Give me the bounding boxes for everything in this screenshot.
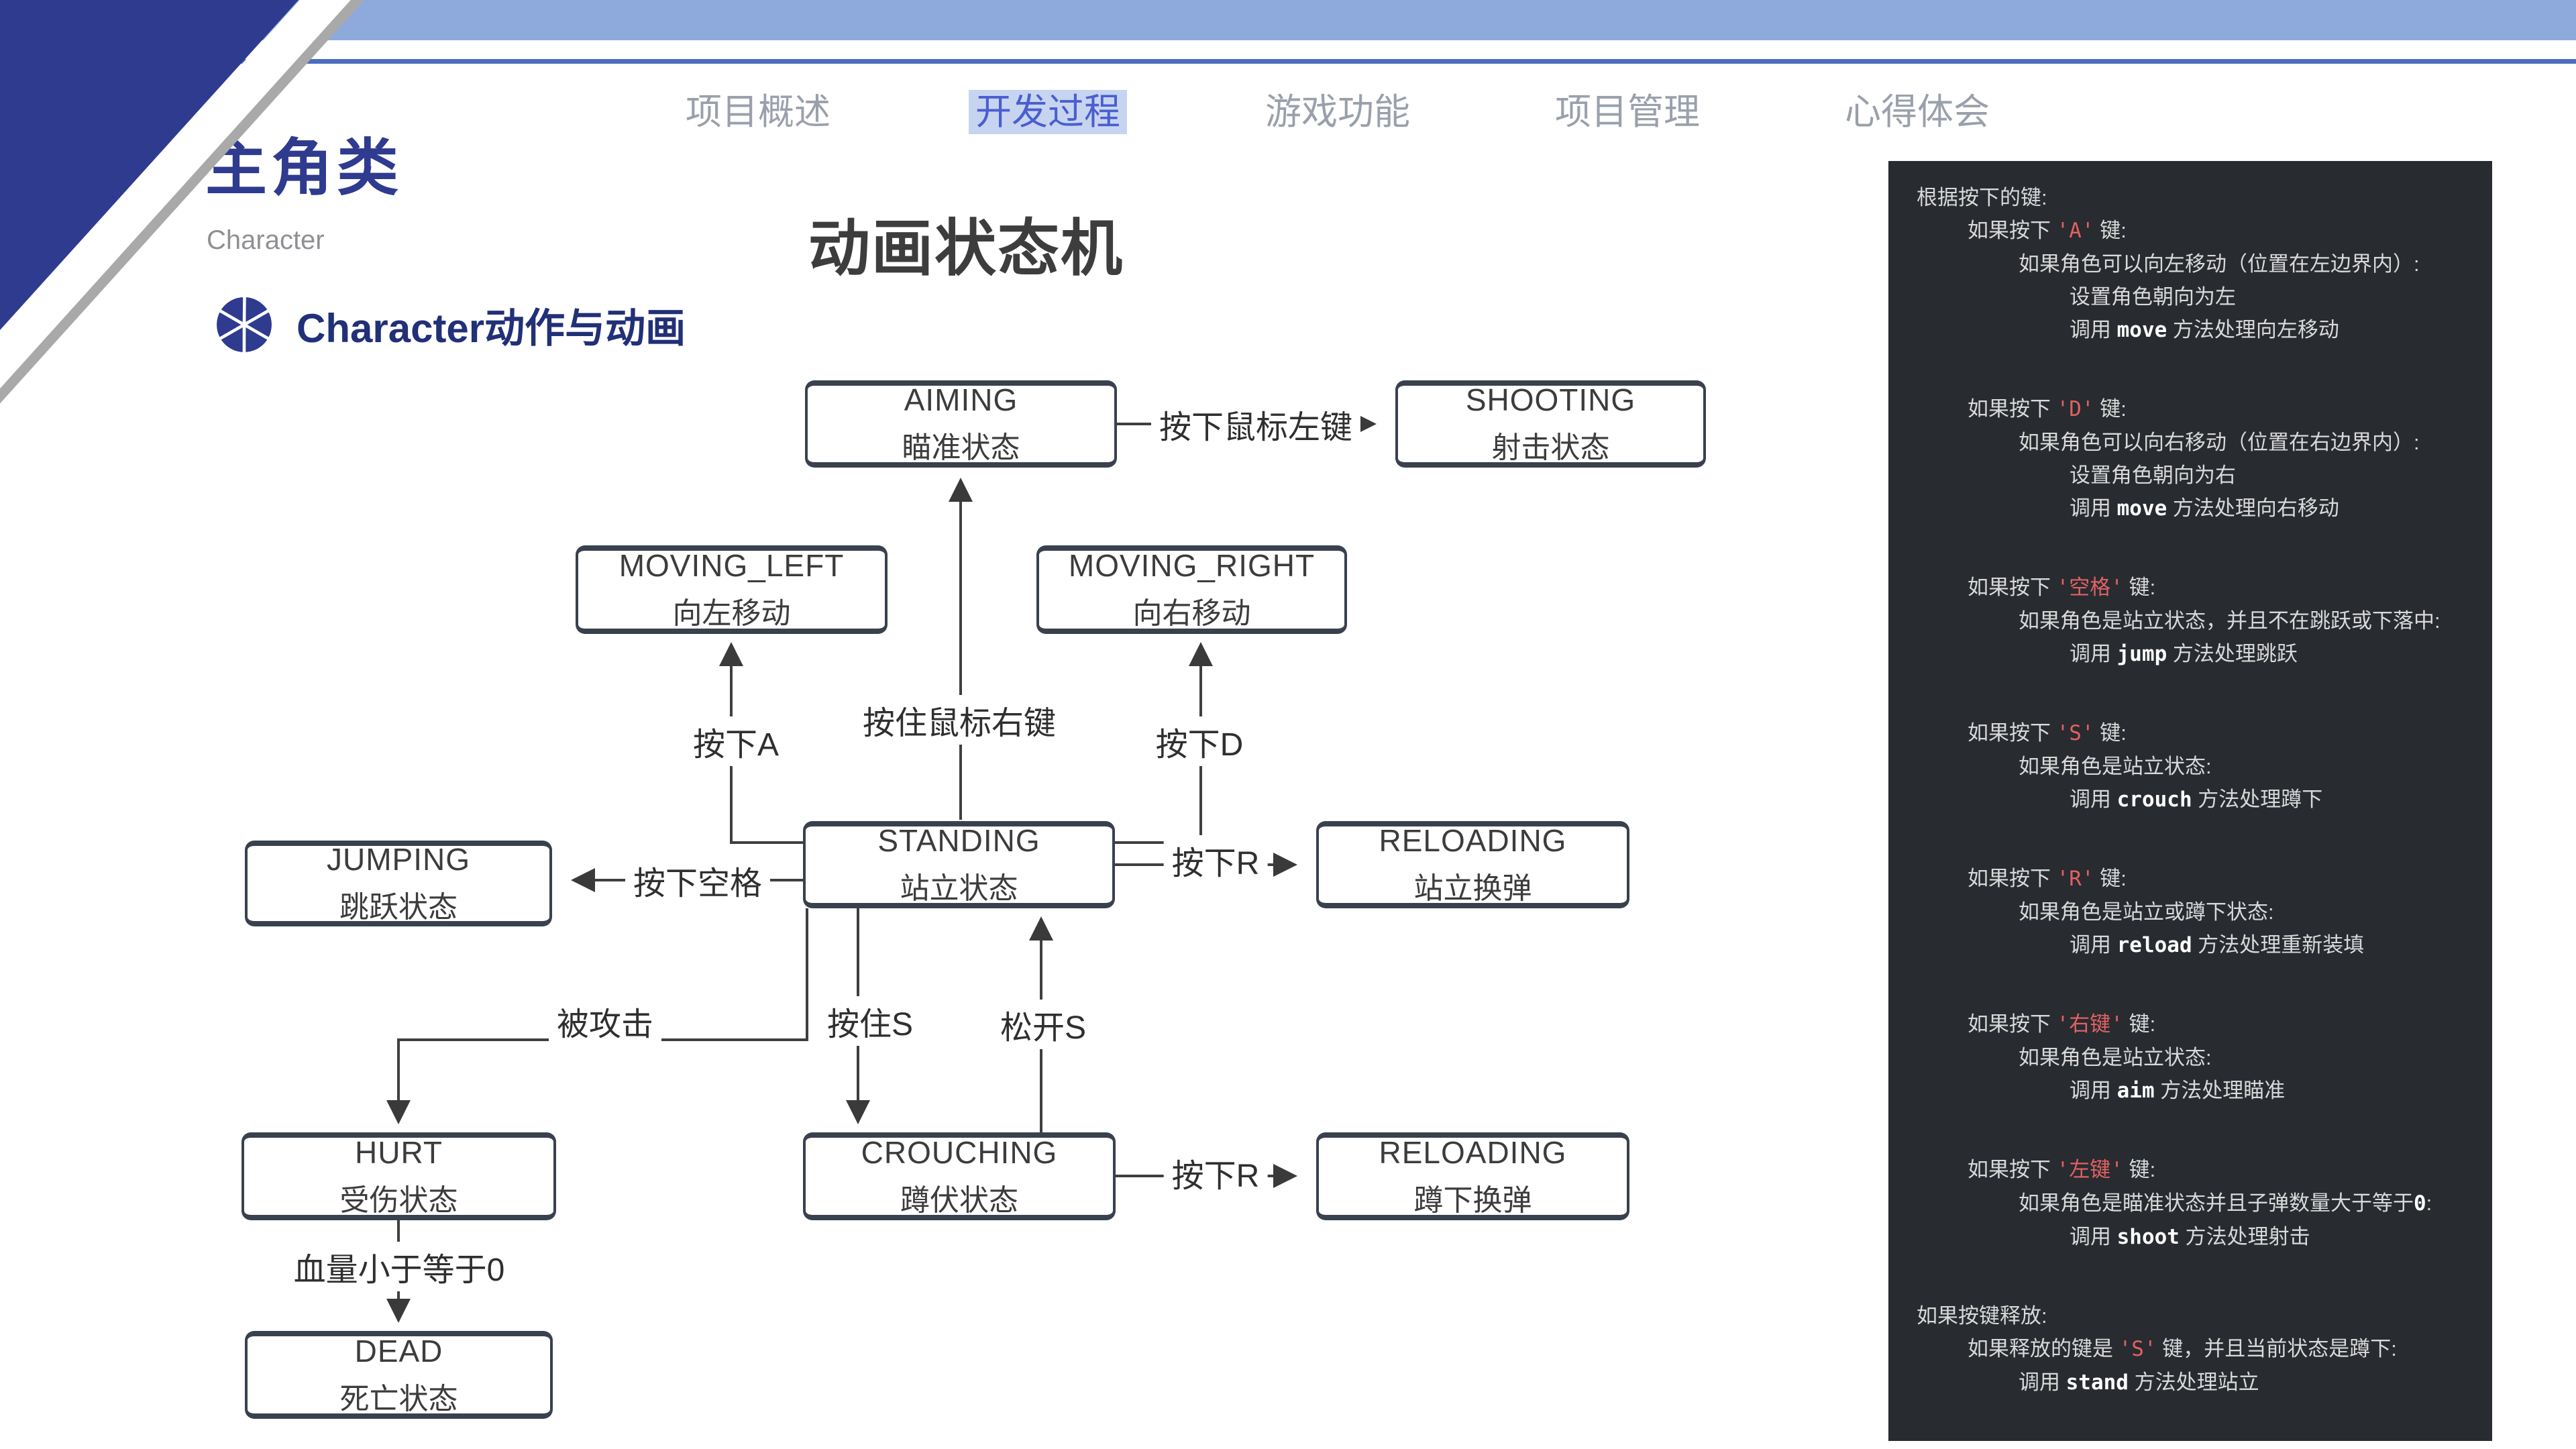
code-line: 如果按下 'D' 键: xyxy=(1968,397,2127,421)
state-name: RELOADING xyxy=(1379,1134,1567,1170)
nav-tab-project-management[interactable]: 项目管理 xyxy=(1555,92,1700,132)
state-desc: 向右移动 xyxy=(1132,597,1251,630)
nav-tab-reflections[interactable]: 心得体会 xyxy=(1845,92,1990,132)
code-gap xyxy=(1917,816,2479,862)
edge-label-release-s: 松开S xyxy=(991,1000,1095,1049)
code-line: 如果按下 'R' 键: xyxy=(1968,867,2127,891)
state-jumping: JUMPING 跳跃状态 xyxy=(245,841,552,926)
code-line: 调用 aim 方法处理瞄准 xyxy=(2070,1079,2286,1103)
code-line: 调用 jump 方法处理跳跃 xyxy=(2070,642,2298,666)
code-gap xyxy=(1917,347,2479,392)
state-desc: 跳跃状态 xyxy=(339,891,458,924)
diagram-title: 动画状态机 xyxy=(808,215,1124,283)
nav-tab-dev-process[interactable]: 开发过程 xyxy=(969,90,1127,134)
pseudocode-panel: 根据按下的键: 如果按下 'A' 键: 如果角色可以向左移动（位置在左边界内）: 设置… xyxy=(1888,161,2492,1441)
code-line: 如果按下 '右键' 键: xyxy=(1968,1012,2156,1036)
state-name: SHOOTING xyxy=(1465,382,1636,417)
edge-label-press-d: 按下D xyxy=(1147,716,1252,766)
state-name: MOVING_RIGHT xyxy=(1068,548,1316,583)
state-desc: 瞄准状态 xyxy=(902,431,1020,464)
nav-tab-project-overview[interactable]: 项目概述 xyxy=(686,92,830,132)
aperture-icon xyxy=(213,294,275,356)
state-desc: 受伤状态 xyxy=(339,1183,458,1217)
edge-label-press-r-bottom: 按下R xyxy=(1163,1148,1268,1197)
edge-label-press-space: 按下空格 xyxy=(625,855,771,905)
edge-label-hp-zero: 血量小于等于0 xyxy=(285,1242,513,1291)
code-line: 如果角色是站立状态: xyxy=(2019,1046,2212,1069)
edge-label-hold-right-mouse: 按住鼠标右键 xyxy=(854,695,1065,745)
state-reloading-crouching: RELOADING 蹲下换弹 xyxy=(1316,1132,1629,1220)
code-line: 如果角色可以向右移动（位置在右边界内）: xyxy=(2019,431,2420,454)
code-gap xyxy=(1917,1254,2479,1299)
state-name: RELOADING xyxy=(1379,823,1567,858)
code-line: 如果按下 '空格' 键: xyxy=(1968,576,2156,600)
state-standing: STANDING 站立状态 xyxy=(803,821,1115,908)
state-crouching: CROUCHING 蹲伏状态 xyxy=(803,1132,1116,1220)
state-name: MOVING_LEFT xyxy=(619,548,845,583)
code-gap xyxy=(1917,525,2479,571)
state-desc: 向左移动 xyxy=(672,597,791,630)
edge-label-hold-s: 按住S xyxy=(818,996,922,1046)
code-line: 设置角色朝向为左 xyxy=(2070,285,2236,309)
nav-tab-game-features[interactable]: 游戏功能 xyxy=(1265,92,1410,132)
code-gap xyxy=(1917,1108,2479,1153)
state-name: CROUCHING xyxy=(861,1134,1058,1170)
section-title: Character动作与动画 xyxy=(297,305,686,351)
edge-label-press-left-mouse: 按下鼠标左键 xyxy=(1150,399,1361,449)
top-accent-band xyxy=(0,0,2576,40)
code-line: 如果按下 'A' 键: xyxy=(1968,219,2127,243)
state-moving-right: MOVING_RIGHT 向右移动 xyxy=(1036,545,1347,634)
code-gap xyxy=(1917,671,2479,716)
state-hurt: HURT 受伤状态 xyxy=(241,1132,556,1220)
state-name: HURT xyxy=(355,1134,443,1170)
code-line: 调用 reload 方法处理重新装填 xyxy=(2070,933,2365,957)
state-dead: DEAD 死亡状态 xyxy=(245,1331,553,1419)
code-line: 如果按下 'S' 键: xyxy=(1968,721,2127,745)
code-line: 如果角色是站立或蹲下状态: xyxy=(2019,900,2274,924)
page-subtitle: Character xyxy=(207,225,325,255)
state-desc: 蹲伏状态 xyxy=(900,1183,1018,1217)
code-line: 如果角色是瞄准状态并且子弹数量大于等于0: xyxy=(2019,1191,2432,1216)
state-desc: 蹲下换弹 xyxy=(1413,1183,1532,1217)
code-line: 如果角色是站立状态: xyxy=(2019,755,2212,778)
code-line: 如果角色是站立状态，并且不在跳跃或下落中: xyxy=(2019,609,2440,633)
top-accent-rule xyxy=(0,59,2576,64)
state-shooting: SHOOTING 射击状态 xyxy=(1395,380,1706,468)
code-line: 调用 move 方法处理向右移动 xyxy=(2070,496,2339,521)
code-line: 调用 crouch 方法处理蹲下 xyxy=(2070,788,2323,812)
section-nav: 项目概述 开发过程 游戏功能 项目管理 心得体会 xyxy=(679,90,1996,134)
state-desc: 射击状态 xyxy=(1491,431,1610,464)
state-name: STANDING xyxy=(877,823,1040,858)
section-heading: Character动作与动画 xyxy=(213,294,686,356)
code-line: 根据按下的键: xyxy=(1917,186,2047,209)
code-line: 如果角色可以向左移动（位置在左边界内）: xyxy=(2019,252,2420,276)
edge-label-press-a: 按下A xyxy=(684,716,788,766)
state-moving-left: MOVING_LEFT 向左移动 xyxy=(576,545,888,634)
code-line: 如果释放的键是 'S' 键，并且当前状态是蹲下: xyxy=(1968,1337,2397,1361)
page-title: 主角类 xyxy=(205,134,403,203)
state-desc: 站立换弹 xyxy=(1413,872,1532,905)
code-gap xyxy=(1917,962,2479,1008)
state-name: JUMPING xyxy=(327,842,470,877)
code-line: 调用 stand 方法处理站立 xyxy=(2019,1371,2259,1395)
edge-label-attacked: 被攻击 xyxy=(548,996,662,1046)
code-line: 设置角色朝向为右 xyxy=(2070,464,2236,487)
code-line: 调用 move 方法处理向左移动 xyxy=(2070,318,2339,342)
code-line: 如果按下 '左键' 键: xyxy=(1968,1158,2156,1182)
edge-label-press-r-top: 按下R xyxy=(1163,835,1268,885)
code-line: 调用 shoot 方法处理射击 xyxy=(2070,1225,2310,1249)
code-line: 如果按键释放: xyxy=(1917,1304,2047,1328)
state-aiming: AIMING 瞄准状态 xyxy=(805,380,1117,468)
state-reloading-standing: RELOADING 站立换弹 xyxy=(1316,821,1629,908)
code-lines: 根据按下的键: 如果按下 'A' 键: 如果角色可以向左移动（位置在左边界内）: 设置… xyxy=(1917,181,2479,1399)
state-name: AIMING xyxy=(904,382,1018,417)
state-desc: 死亡状态 xyxy=(339,1382,458,1415)
state-desc: 站立状态 xyxy=(900,872,1018,905)
state-name: DEAD xyxy=(354,1333,443,1368)
corner-triangle-decoration xyxy=(0,0,365,404)
